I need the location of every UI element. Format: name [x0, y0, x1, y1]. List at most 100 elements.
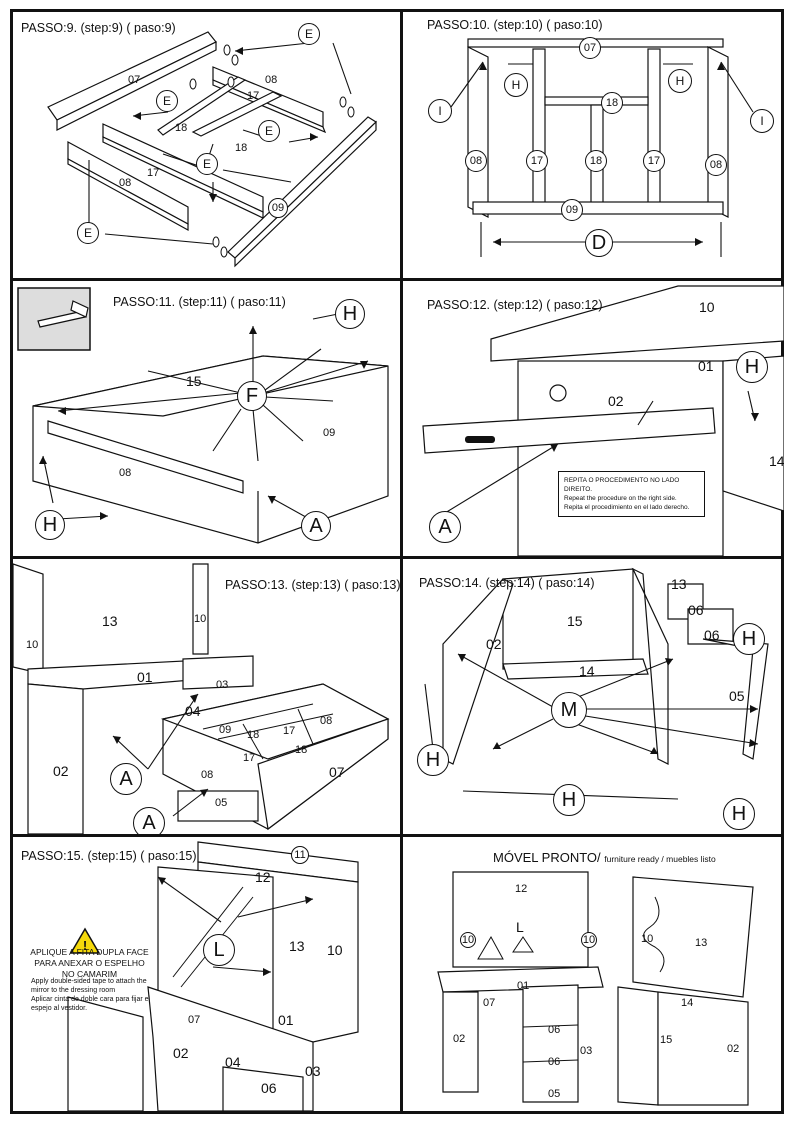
part-marker: 09 — [268, 198, 288, 218]
step-title: PASSO:14. (step:14) ( paso:14) — [419, 576, 595, 590]
repeat-note: REPITA O PROCEDIMENTO NO LADO DIREITO. R… — [558, 471, 705, 517]
step-9-drawing — [47, 31, 377, 268]
part-label: 09 — [323, 427, 336, 439]
fastener-marker: E — [298, 23, 320, 45]
part-label: 05 — [729, 688, 745, 704]
part-label: 04 — [185, 703, 201, 719]
part-marker: 17 — [526, 150, 548, 172]
step-title: PASSO:15. (step:15) ( paso:15) — [21, 849, 197, 863]
part-label: 14 — [681, 997, 694, 1009]
part-label: 17 — [247, 90, 260, 102]
part-label: 15 — [660, 1034, 673, 1046]
step-12-panel: PASSO:12. (step:12) ( paso:12) 10 01 02 … — [403, 281, 784, 556]
part-label: 10 — [641, 933, 654, 945]
part-label: 06 — [548, 1056, 561, 1068]
part-label: 03 — [580, 1045, 593, 1057]
part-marker: 08 — [465, 150, 487, 172]
step-14-panel: PASSO:14. (step:14) ( paso:14) 13 15 06 … — [403, 559, 784, 834]
part-label: 08 — [320, 715, 333, 727]
svg-text:!: ! — [83, 938, 87, 953]
fastener-marker: A — [110, 763, 142, 795]
part-label: 08 — [265, 74, 278, 86]
step-13-drawing — [13, 563, 390, 834]
part-label: 05 — [548, 1088, 561, 1100]
part-label: 09 — [219, 724, 232, 736]
fastener-marker: I — [750, 109, 774, 133]
fastener-marker: I — [428, 99, 452, 123]
part-label: 18 — [247, 729, 260, 741]
fastener-marker: E — [77, 222, 99, 244]
part-label: 18 — [295, 744, 308, 756]
part-label: 13 — [671, 576, 687, 592]
fastener-marker: H — [35, 510, 65, 540]
part-label: 08 — [119, 467, 132, 479]
part-marker: 09 — [561, 199, 583, 221]
step-12-drawing — [422, 285, 784, 556]
part-label: 08 — [119, 177, 132, 189]
divider — [13, 556, 781, 559]
part-label: 03 — [216, 679, 229, 691]
part-label: 14 — [579, 663, 595, 679]
fastener-marker: H — [553, 784, 585, 816]
part-label: 02 — [53, 763, 69, 779]
part-marker: 08 — [705, 154, 727, 176]
part-label: 10 — [194, 613, 207, 625]
fastener-marker: H — [504, 73, 528, 97]
part-label: 02 — [173, 1045, 189, 1061]
part-marker: 10 — [581, 932, 597, 948]
part-label: 13 — [289, 938, 305, 954]
part-label: 07 — [188, 1014, 201, 1026]
part-label: 18 — [175, 122, 188, 134]
step-11-panel: PASSO:11. (step:11) ( paso:11) 15 09 08 … — [13, 281, 400, 556]
fastener-marker: H — [335, 299, 365, 329]
part-label: 02 — [608, 393, 624, 409]
mirror-marker: L — [203, 934, 235, 966]
part-label: 05 — [215, 797, 228, 809]
step-title: PASSO:9. (step:9) ( paso:9) — [21, 21, 176, 35]
warning-title: APLIQUE A FITA DUPLA FACE PARA ANEXAR O … — [30, 947, 149, 979]
fastener-marker: H — [733, 623, 765, 655]
fastener-marker: H — [736, 351, 768, 383]
part-label: 13 — [695, 937, 708, 949]
fastener-marker: A — [429, 511, 461, 543]
ready-subtitle: furniture ready / muebles listo — [604, 854, 716, 864]
part-label: L — [516, 919, 524, 935]
step-14-drawing — [424, 567, 769, 800]
part-label: 01 — [278, 1012, 294, 1028]
step-9-panel: PASSO:9. (step:9) ( paso:9) 07 08 17 18 … — [13, 12, 400, 278]
fastener-marker: H — [723, 798, 755, 830]
step-15-panel: ! PASSO:15. (step:15) ( paso:15) 12 13 1… — [13, 837, 400, 1111]
part-label: 10 — [26, 639, 39, 651]
part-label: 01 — [698, 358, 714, 374]
divider — [400, 12, 403, 1111]
note-line: REPITA O PROCEDIMENTO NO LADO DIREITO. — [564, 477, 680, 493]
part-label: 03 — [305, 1063, 321, 1079]
fastener-marker: H — [417, 744, 449, 776]
part-label: 06 — [704, 627, 720, 643]
fastener-marker: M — [551, 692, 587, 728]
part-marker: 07 — [579, 37, 601, 59]
part-marker: 17 — [643, 150, 665, 172]
fastener-marker: F — [237, 381, 267, 411]
dimension-marker: D — [585, 229, 613, 257]
step-13-panel: PASSO:13. (step:13) ( paso:13) 13 10 10 … — [13, 559, 400, 834]
step-title: PASSO:12. (step:12) ( paso:12) — [427, 298, 603, 312]
part-label: 04 — [225, 1054, 241, 1070]
part-label: 17 — [283, 725, 296, 737]
part-label: 01 — [137, 669, 153, 685]
part-label: 07 — [483, 997, 496, 1009]
part-label: 15 — [186, 373, 202, 389]
part-label: 10 — [327, 942, 343, 958]
part-label: 02 — [727, 1043, 740, 1055]
part-marker: 10 — [460, 932, 476, 948]
part-label: 10 — [699, 299, 715, 315]
step-title: PASSO:10. (step:10) ( paso:10) — [427, 18, 603, 32]
part-label: 17 — [147, 167, 160, 179]
fastener-marker: E — [196, 153, 218, 175]
part-label: 02 — [453, 1033, 466, 1045]
part-label: 06 — [548, 1024, 561, 1036]
fastener-marker: H — [668, 69, 692, 93]
part-label: 12 — [255, 869, 271, 885]
fastener-marker: E — [156, 90, 178, 112]
step-11-drawing — [17, 287, 389, 544]
